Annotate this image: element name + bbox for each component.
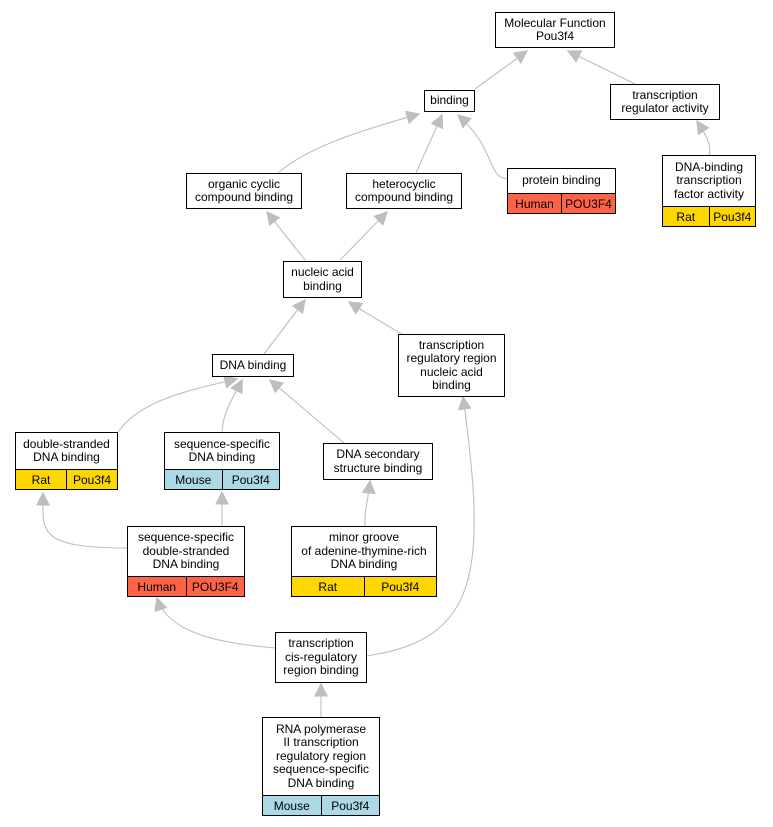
node-label: transcription regulatory region nucleic …: [406, 337, 497, 392]
node-minor-groove-at-rich-dna-binding[interactable]: minor groove of adenine-thymine-rich DNA…: [291, 526, 437, 597]
edge-cis-reg-to-seq-ds: [154, 596, 277, 649]
edge-nucleic-acid-to-organic-cyclic: [266, 210, 306, 261]
node-dna-binding[interactable]: DNA binding: [212, 354, 294, 377]
node-label: DNA binding: [219, 357, 287, 372]
node-label: DNA secondary structure binding: [333, 447, 423, 475]
node-label: RNA polymerase II transcription regulato…: [272, 721, 370, 790]
node-label: DNA-binding transcription factor activit…: [673, 159, 745, 201]
annotation-row: Mouse Pou3f4: [165, 469, 279, 489]
edge-seq-ds-to-ds-dna: [35, 491, 128, 549]
node-sequence-specific-dna-binding[interactable]: sequence-specific DNA binding Mouse Pou3…: [164, 432, 280, 490]
node-organic-cyclic-compound-binding[interactable]: organic cyclic compound binding: [186, 173, 302, 209]
gene-cell: POU3F4: [561, 194, 615, 213]
gene-cell: Pou3f4: [221, 470, 279, 489]
edge-tr-region-to-nucleic-acid: [347, 301, 406, 337]
node-dna-binding-tf-activity[interactable]: DNA-binding transcription factor activit…: [662, 155, 756, 227]
edge-dna-secondary-to-dna-binding: [268, 379, 345, 444]
annotation-row: Human POU3F4: [128, 576, 244, 596]
edge-ds-dna-to-dna-binding: [117, 375, 239, 433]
node-dna-secondary-structure-binding[interactable]: DNA secondary structure binding: [323, 443, 433, 480]
annotation-row: Rat Pou3f4: [292, 576, 436, 596]
annotation-row: Mouse Pou3f4: [263, 795, 379, 815]
species-cell: Human: [128, 577, 186, 596]
edge-dna-binding-to-nucleic-acid: [263, 298, 306, 355]
node-protein-binding[interactable]: protein binding Human POU3F4: [507, 168, 616, 214]
node-molecular-function-root[interactable]: Molecular Function Pou3f4: [495, 12, 615, 48]
gene-cell: Pou3f4: [363, 577, 436, 596]
node-label: transcription cis-regulatory region bind…: [283, 636, 359, 678]
node-double-stranded-dna-binding[interactable]: double-stranded DNA binding Rat Pou3f4: [15, 432, 118, 490]
node-label: Molecular Function Pou3f4: [504, 15, 606, 43]
edge-tr-activity-to-mf-root: [566, 50, 636, 85]
species-cell: Rat: [663, 207, 709, 226]
node-binding[interactable]: binding: [424, 90, 475, 112]
edge-seq-specific-to-dna-binding: [221, 378, 243, 433]
gene-cell: POU3F4: [185, 577, 244, 596]
edge-dna-tf-to-tr-activity: [696, 119, 711, 156]
node-heterocyclic-compound-binding[interactable]: heterocyclic compound binding: [346, 173, 462, 209]
annotation-row: Human POU3F4: [508, 193, 615, 213]
node-label: sequence-specific DNA binding: [173, 436, 271, 464]
node-label: sequence-specific double-stranded DNA bi…: [137, 530, 235, 572]
node-label: minor groove of adenine-thymine-rich DNA…: [301, 530, 427, 572]
species-cell: Rat: [292, 577, 364, 596]
node-transcription-regulatory-region-nucleic-acid-binding[interactable]: transcription regulatory region nucleic …: [398, 334, 505, 397]
node-label: organic cyclic compound binding: [194, 176, 294, 204]
node-transcription-cis-regulatory-region-binding[interactable]: transcription cis-regulatory region bind…: [275, 632, 367, 683]
node-label: heterocyclic compound binding: [354, 176, 454, 204]
species-cell: Rat: [16, 470, 66, 489]
node-rna-polymerase-ii-regulatory-region-binding[interactable]: RNA polymerase II transcription regulato…: [262, 717, 380, 816]
edge-minor-groove-to-dna-secondary: [361, 479, 376, 527]
node-label: double-stranded DNA binding: [23, 436, 110, 464]
species-cell: Mouse: [263, 796, 321, 815]
gene-cell: Pou3f4: [66, 470, 117, 489]
node-sequence-specific-double-stranded-dna-binding[interactable]: sequence-specific double-stranded DNA bi…: [127, 526, 245, 597]
edge-heterocyclic-to-binding: [415, 113, 444, 174]
species-cell: Mouse: [165, 470, 222, 489]
edge-binding-to-mf-root: [474, 50, 529, 90]
annotation-row: Rat Pou3f4: [16, 469, 117, 489]
node-label: binding: [430, 93, 469, 108]
annotation-row: Rat Pou3f4: [663, 206, 755, 226]
edge-nucleic-acid-to-heterocyclic: [339, 210, 388, 261]
edge-cis-reg-to-tr-region: [365, 395, 475, 657]
species-cell: Human: [508, 194, 561, 213]
gene-cell: Pou3f4: [708, 207, 755, 226]
edge-organic-cyclic-to-binding: [277, 110, 421, 174]
node-label: transcription regulator activity: [621, 87, 709, 115]
node-transcription-regulator-activity[interactable]: transcription regulator activity: [610, 84, 720, 120]
node-nucleic-acid-binding[interactable]: nucleic acid binding: [283, 261, 362, 298]
gene-cell: Pou3f4: [320, 796, 379, 815]
edge-protein-binding-to-binding: [456, 114, 508, 180]
node-label: protein binding: [522, 173, 601, 188]
node-label: nucleic acid binding: [291, 265, 354, 293]
